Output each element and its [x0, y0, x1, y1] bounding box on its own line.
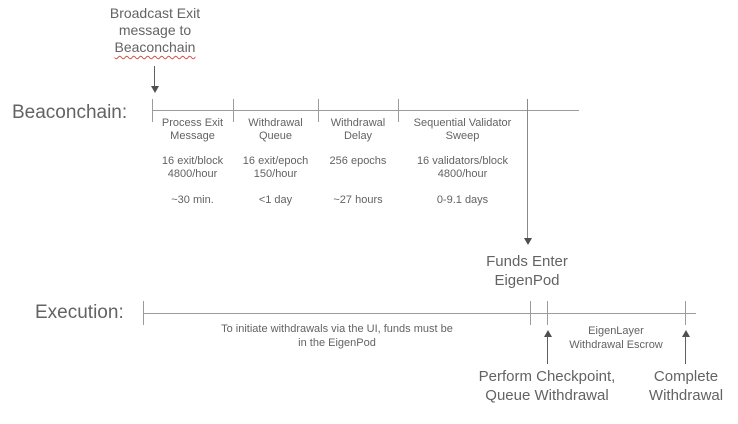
complete-arrow-line: [685, 336, 686, 364]
broadcast-arrow-head-icon: [151, 86, 159, 93]
broadcast-arrow-line: [154, 66, 155, 87]
funds-enter-label: Funds Enter EigenPod: [486, 253, 568, 289]
execution-tick-funds: [530, 301, 531, 325]
beaconchain-tick-3: [318, 99, 319, 122]
execution-note: To initiate withdrawals via the UI, fund…: [221, 323, 453, 349]
execution-row-label: Execution:: [35, 302, 124, 323]
broadcast-exit-note-line2: message to: [118, 22, 192, 38]
funds-enter-arrow-line: [527, 99, 528, 239]
segment-name: Withdrawal Queue: [248, 117, 303, 142]
beaconchain-tick-start: [152, 99, 153, 122]
execution-tick-start: [143, 301, 144, 325]
beaconchain-tick-2: [233, 99, 234, 122]
segment-duration: <1 day: [258, 194, 293, 206]
segment-rate: 16 exit/epoch 150/hour: [242, 155, 309, 180]
segment-rate: 16 validators/block 4800/hour: [416, 155, 509, 180]
execution-tick-complete: [685, 301, 686, 325]
beaconchain-row-label: Beaconchain:: [12, 102, 128, 123]
complete-arrow-head-icon: [682, 330, 690, 337]
segment-duration: 0-9.1 days: [436, 194, 489, 206]
segment-name: Withdrawal Delay: [330, 117, 386, 142]
perform-checkpoint-label: Perform Checkpoint, Queue Withdrawal: [478, 368, 616, 404]
execution-tick-checkpoint: [547, 301, 548, 325]
complete-withdrawal-label: Complete Withdrawal: [648, 368, 724, 404]
segment-name: Process Exit Message: [161, 117, 224, 142]
checkpoint-arrow-line: [547, 336, 548, 364]
segment-withdrawal-queue: Withdrawal Queue 16 exit/epoch 150/hour …: [233, 0, 318, 230]
beaconchain-timeline: [152, 110, 579, 111]
segment-process-exit: Process Exit Message 16 exit/block 4800/…: [152, 0, 233, 230]
segment-duration: ~27 hours: [333, 194, 383, 206]
funds-enter-arrow-head-icon: [524, 238, 532, 245]
execution-timeline: [143, 313, 696, 314]
segment-validator-sweep: Sequential Validator Sweep 16 validators…: [398, 0, 527, 230]
checkpoint-arrow-head-icon: [544, 330, 552, 337]
segment-withdrawal-delay: Withdrawal Delay 256 epochs ~27 hours: [318, 0, 398, 230]
segment-rate: 16 exit/block 4800/hour: [161, 155, 224, 180]
broadcast-exit-note-line3: Beaconchain: [114, 39, 196, 55]
segment-name: Sequential Validator Sweep: [413, 117, 512, 142]
broadcast-exit-note: Broadcast Exit message to Beaconchain: [75, 5, 235, 56]
segment-duration: ~30 min.: [171, 194, 214, 206]
segment-rate: 256 epochs: [329, 155, 387, 167]
escrow-label: EigenLayer Withdrawal Escrow: [569, 325, 663, 351]
broadcast-exit-note-line1: Broadcast Exit: [109, 5, 201, 21]
beaconchain-tick-4: [398, 99, 399, 122]
